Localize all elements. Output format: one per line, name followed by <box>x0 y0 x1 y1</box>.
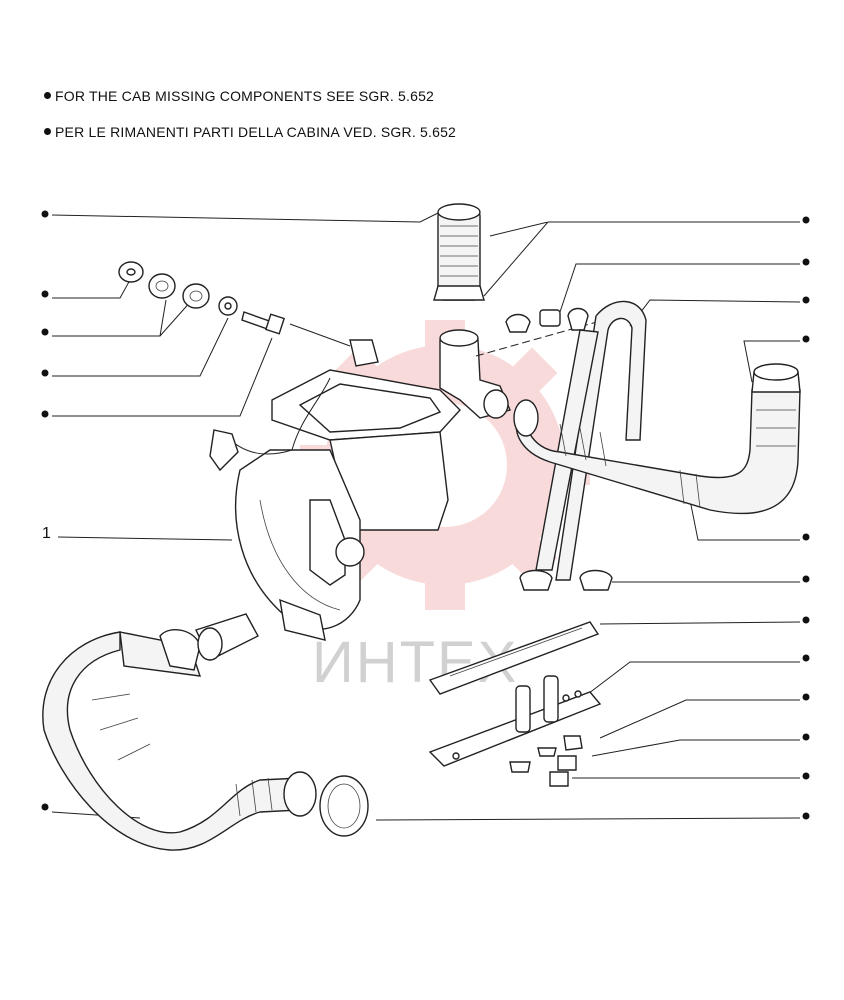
callouts-left: 1 <box>41 210 441 819</box>
gasket <box>428 621 600 695</box>
callout-dot <box>802 216 810 224</box>
duct-adapter-end <box>197 627 223 661</box>
callout-dot <box>802 335 810 343</box>
hose-clip <box>567 307 589 331</box>
hose-clamp <box>159 628 201 671</box>
plate-hole <box>574 690 582 698</box>
washer-nut <box>563 735 583 751</box>
bushing <box>182 283 210 309</box>
callout-line <box>52 299 193 337</box>
callout-line <box>375 817 801 821</box>
heater-unit <box>209 323 461 641</box>
callout-line <box>743 340 800 383</box>
bushing-inner <box>155 280 169 292</box>
callout-dot <box>41 210 49 218</box>
bushing <box>148 273 176 299</box>
nipple-fitting <box>539 309 561 327</box>
blower-seam <box>259 499 341 611</box>
gasket-slot <box>449 627 583 677</box>
reference-label-1: 1 <box>42 525 51 542</box>
nut <box>549 771 569 787</box>
stud <box>543 675 559 723</box>
callout-line <box>57 536 233 541</box>
valve-outlet <box>483 389 509 419</box>
wire <box>291 377 331 451</box>
lower-duct-hose <box>42 613 369 851</box>
callout-line <box>591 739 800 757</box>
hose-clip <box>519 569 553 591</box>
bracket-clip <box>349 339 379 367</box>
note-english-text: FOR THE CAB MISSING COMPONENTS SEE SGR. … <box>55 88 435 104</box>
lower-hose-end <box>283 771 317 817</box>
leader-line <box>289 323 351 347</box>
hose-clamp-ring <box>319 775 369 837</box>
callout-dot <box>41 410 49 418</box>
hose-clip <box>505 313 531 333</box>
callout-dot <box>802 296 810 304</box>
note-italian-text: PER LE RIMANENTI PARTI DELLA CABINA VED.… <box>55 124 457 140</box>
callout-line <box>52 317 229 377</box>
stud-base <box>537 747 557 757</box>
washer-hole <box>224 302 232 310</box>
hose-end-top <box>753 363 799 381</box>
callout-dot <box>802 533 810 541</box>
upper-hose-end <box>437 203 481 221</box>
callout-line <box>52 279 131 299</box>
callout-dot <box>802 693 810 701</box>
callout-dot <box>41 369 49 377</box>
callout-line <box>579 661 800 701</box>
plate-hole <box>562 694 570 702</box>
small-hoses <box>519 300 647 591</box>
hose-clamp-inner <box>327 783 361 829</box>
note-italian: PER LE RIMANENTI PARTI DELLA CABINA VED.… <box>44 124 456 140</box>
small-hose-right <box>555 300 647 581</box>
callout-line <box>52 337 273 417</box>
callout-dot <box>41 803 49 811</box>
stud-base <box>509 761 531 773</box>
note-english: FOR THE CAB MISSING COMPONENTS SEE SGR. … <box>44 88 434 104</box>
hose-clamp <box>433 285 485 301</box>
bullet-icon <box>44 91 51 99</box>
callout-line <box>559 263 800 313</box>
callout-dot <box>802 654 810 662</box>
callout-dot <box>41 328 49 336</box>
callout-dot <box>802 812 810 820</box>
callout-dot <box>41 290 49 298</box>
grommet-hole <box>126 268 136 276</box>
lower-hose-body <box>42 631 301 851</box>
callout-dot <box>802 258 810 266</box>
hose-clip <box>579 569 613 591</box>
motor-connector <box>335 537 365 567</box>
callout-dot <box>802 575 810 583</box>
large-hose-right <box>513 363 801 515</box>
callout-dot <box>802 616 810 624</box>
callout-dot <box>802 772 810 780</box>
callout-dot <box>802 733 810 741</box>
blower-motor <box>309 499 346 586</box>
callout-line <box>689 499 800 541</box>
bullet-icon <box>44 127 51 135</box>
mounting-bracket <box>279 598 326 641</box>
callout-line <box>599 699 800 739</box>
plate-hole <box>452 752 460 760</box>
hose-end <box>513 399 539 437</box>
callout-line <box>599 621 801 625</box>
stud <box>515 685 531 733</box>
mounting-plate-assembly <box>428 621 602 787</box>
connector-plug <box>209 429 239 472</box>
bushing-inner <box>189 290 203 302</box>
small-hose-left <box>535 329 599 571</box>
small-fasteners <box>118 261 286 335</box>
bolt-head <box>264 313 286 335</box>
callout-line <box>51 211 441 223</box>
callout-line <box>629 299 801 327</box>
valve-and-upper-hose <box>433 203 605 419</box>
corrugated-hose <box>515 389 801 515</box>
callout-line <box>483 221 800 297</box>
nut <box>557 755 577 771</box>
heater-top-panel <box>298 383 442 433</box>
valve-inlet <box>439 329 479 347</box>
